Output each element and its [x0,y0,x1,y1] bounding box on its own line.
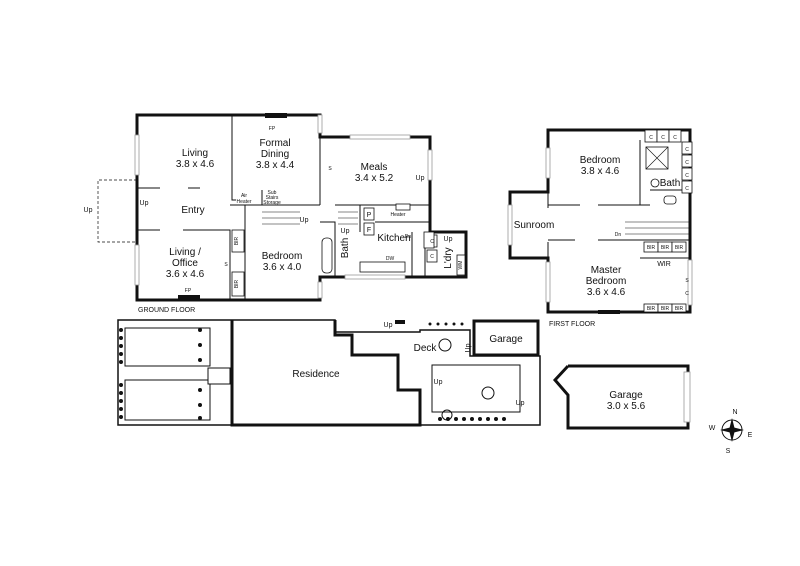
c1-label: C [430,239,434,245]
air-heater-label-1: Air [241,193,247,199]
wir-label: WIR [657,261,671,268]
ground-bath-label: Bath [340,238,351,259]
air-heater-label-2: Heater [236,199,251,205]
living-label: Living [182,148,208,159]
fp-bottom-label: FP [185,288,192,294]
dn-meals-label: Dn [405,234,412,240]
sub-stairs-label-1: Sub [268,190,277,196]
up-entry-label: Up [140,200,149,207]
c-side-3: C [685,173,689,179]
sunroom-label: Sunroom [514,220,555,231]
bir-bottom-2: BIR [661,306,670,312]
up-left-label: Up [84,207,93,214]
site-up-1: Up [384,322,393,329]
living-size: 3.8 x 4.6 [176,159,215,170]
ff-bath-label: Bath [660,178,681,189]
c-top-2: C [661,135,665,141]
master-label-1: Master [591,265,622,276]
deck-label: Deck [414,343,438,354]
ff-dn-label: Dn [615,232,622,238]
living-office-label-1: Living / [169,247,201,258]
ground-floor-caption: GROUND FLOOR [138,307,195,314]
p-label: P [367,212,372,219]
bir-row-1: BIR [647,245,656,251]
compass-w: W [709,425,716,432]
bir-row-3: BIR [675,245,684,251]
small-garage-label: Garage [489,334,523,345]
c2-label: C [430,254,434,260]
bir-bottom-3: BIR [675,306,684,312]
c-side-2: C [685,160,689,166]
living-office-label-2: Office [172,258,198,269]
up-stairs-label: Up [300,217,309,224]
ff-bedroom-label: Bedroom [580,155,621,166]
residence-label: Residence [292,369,340,380]
formal-dining-label-2: Dining [261,149,289,160]
ground-bedroom-size: 3.6 x 4.0 [263,262,302,273]
heater-label: Heater [390,212,405,218]
site-up-4: Up [516,400,525,407]
ff-c-right-label: C [685,291,689,297]
s-office-label: S [224,262,228,268]
meals-label: Meals [361,162,388,173]
compass-s: S [726,448,731,455]
ff-bedroom-size: 3.8 x 4.6 [581,166,620,177]
bir-row-2: BIR [661,245,670,251]
formal-dining-label-1: Formal [259,138,290,149]
compass-e: E [748,432,753,439]
meals-size: 3.4 x 5.2 [355,173,394,184]
c-top-3: C [673,135,677,141]
f-label: F [367,227,371,234]
ground-bedroom-label: Bedroom [262,251,303,262]
ground-floor [97,113,468,302]
ff-s-label: S [685,278,689,284]
formal-dining-size: 3.8 x 4.4 [256,160,295,171]
s-meals-label: S [328,166,332,172]
site-up-2: Up [465,343,472,352]
first-floor-caption: FIRST FLOOR [549,321,595,328]
compass-icon [720,418,744,442]
site-up-3: Up [434,379,443,386]
garage-size: 3.0 x 5.6 [607,401,646,412]
site-plan [117,319,541,427]
wm-label: WM [458,261,464,270]
up-meals-label: Up [416,175,425,182]
first-floor [507,128,693,314]
entry-label: Entry [181,205,204,216]
up-bath-label: Up [341,228,350,235]
master-label-2: Bedroom [586,276,627,287]
kitchen-label: Kitchen [377,233,410,244]
bir-bottom-1: BIR [647,306,656,312]
dw-label: DW [386,256,395,262]
c-side-1: C [685,147,689,153]
fp-top-label: FP [269,126,276,132]
garage-label: Garage [609,390,643,401]
detached-garage [552,364,691,430]
sub-stairs-label-2: Stairs [266,195,279,201]
c-side-4: C [685,186,689,192]
bir-1-label: BIR [234,236,240,245]
sub-stairs-label-3: Storage [263,200,281,206]
c-top-1: C [649,135,653,141]
compass-n: N [732,409,737,416]
laundry-label: L'dry [443,247,454,268]
bir-2-label: BIR [234,279,240,288]
up-laundry-label: Up [444,236,453,243]
living-office-size: 3.6 x 4.6 [166,269,205,280]
master-size: 3.6 x 4.6 [587,287,626,298]
